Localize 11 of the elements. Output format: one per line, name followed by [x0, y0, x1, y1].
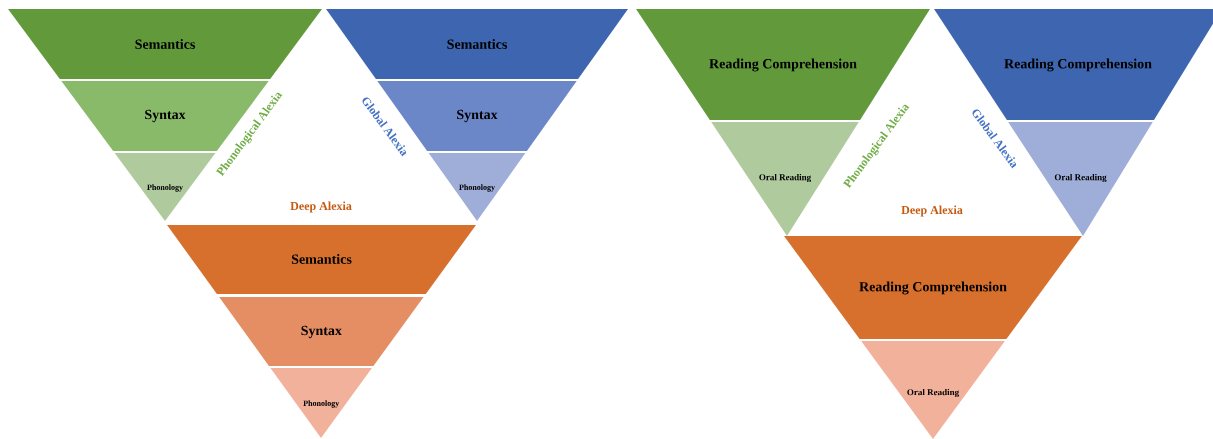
funnel-band: Semantics: [167, 225, 476, 294]
alexia-label: Deep Alexia: [901, 205, 963, 217]
funnel-band: Phonology: [428, 153, 526, 221]
funnel-band: Syntax: [219, 297, 424, 366]
funnel-band: Semantics: [326, 9, 628, 79]
funnel-band: Reading Comprehension: [784, 236, 1082, 339]
alexia-label: Deep Alexia: [290, 201, 352, 213]
funnel-band: Oral Reading: [861, 341, 1005, 439]
funnel-band: Phonology: [270, 368, 372, 438]
funnel-band: Phonology: [114, 153, 216, 221]
funnel-band: Semantics: [8, 9, 322, 79]
